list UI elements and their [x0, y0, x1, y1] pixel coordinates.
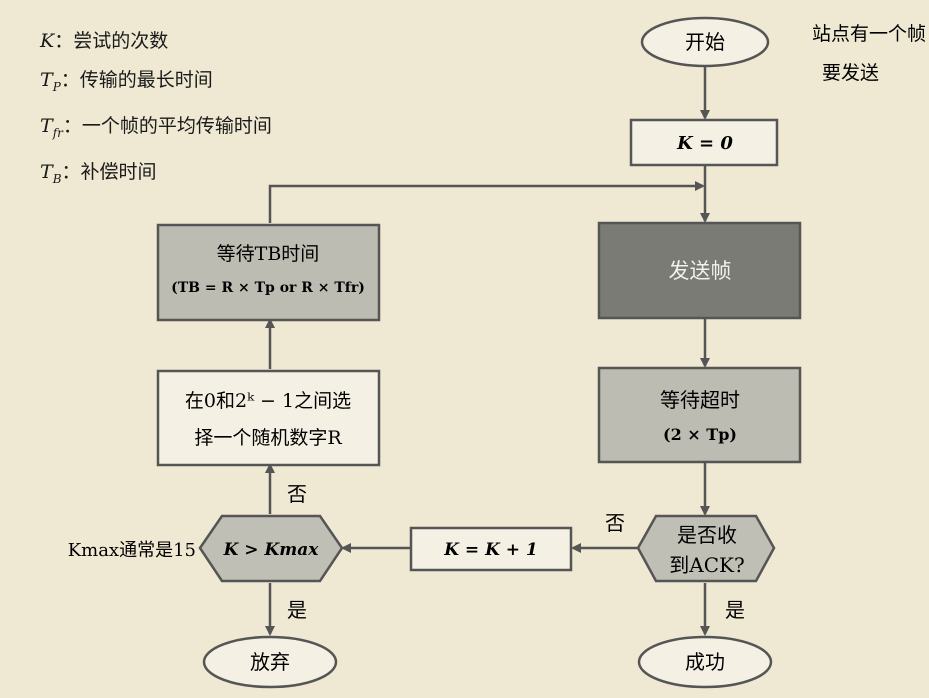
ack-line1: 是否收 — [677, 523, 737, 547]
arrow-backoff-to-send — [268, 181, 705, 223]
ack-line2: 到ACK? — [669, 553, 744, 577]
wait-timeout-line2: (2 × Tp) — [663, 425, 737, 444]
legend-tp: TP：传输的最长时间 — [40, 69, 213, 94]
increment-rect — [409, 526, 573, 572]
ack-decision: 是否收 到ACK? — [636, 514, 776, 583]
wait-backoff-rect — [156, 223, 381, 322]
kmax-yes-label: 是 — [287, 598, 307, 622]
wait-timeout-rect — [597, 366, 802, 464]
start-ellipse — [640, 16, 770, 68]
legend: K：尝试的次数 TP：传输的最长时间 Tfr：一个帧的平均传输时间 TB：补偿时… — [40, 22, 272, 198]
legend-k: K：尝试的次数 — [40, 30, 169, 52]
random-line1: 在0和2ᵏ − 1之间选 — [185, 390, 351, 412]
init-rect — [629, 118, 779, 167]
start-label: 开始 — [685, 30, 725, 54]
start-note-line2: 要发送 — [822, 62, 879, 84]
success-label: 成功 — [685, 650, 725, 674]
start-terminal: 开始 — [640, 16, 770, 68]
ack-hexagon — [636, 514, 776, 583]
send-frame-rect — [597, 221, 802, 320]
abort-ellipse — [202, 635, 338, 689]
wait-backoff-line2: (TB = R × Tp or R × Tfr) — [171, 280, 365, 296]
legend-tfr: Tfr：一个帧的平均传输时间 — [40, 114, 272, 140]
init-box: K = 0 — [629, 118, 779, 167]
kmax-label: K > Kmax — [223, 540, 320, 560]
increment-box: K = K + 1 — [409, 526, 573, 572]
abort-terminal: 放弃 — [202, 635, 338, 689]
ack-no-label: 否 — [605, 511, 625, 535]
connectors — [265, 66, 710, 636]
wait-backoff-line1: 等待TB时间 — [217, 243, 320, 265]
ack-yes-label: 是 — [725, 598, 745, 622]
kmax-hexagon — [198, 514, 344, 583]
random-line2: 择一个随机数字R — [194, 427, 342, 449]
send-frame-box: 发送帧 — [597, 221, 802, 320]
random-box: 在0和2ᵏ − 1之间选 择一个随机数字R — [156, 369, 381, 467]
kmax-no-label: 否 — [287, 482, 307, 506]
wait-timeout-box: 等待超时 (2 × Tp) — [597, 366, 802, 464]
increment-label: K = K + 1 — [443, 540, 538, 560]
init-label: K = 0 — [676, 133, 733, 154]
success-terminal: 成功 — [637, 635, 773, 689]
wait-backoff-box: 等待TB时间 (TB = R × Tp or R × Tfr) — [156, 223, 381, 322]
kmax-note: Kmax通常是15 — [68, 540, 196, 561]
kmax-decision: K > Kmax — [198, 514, 344, 583]
random-rect — [156, 369, 381, 467]
abort-label: 放弃 — [250, 650, 290, 674]
send-frame-label: 发送帧 — [669, 259, 732, 283]
legend-tb: TB：补偿时间 — [40, 160, 157, 186]
wait-timeout-line1: 等待超时 — [660, 388, 740, 412]
start-note-line1: 站点有一个帧 — [812, 23, 926, 45]
success-ellipse — [637, 635, 773, 689]
